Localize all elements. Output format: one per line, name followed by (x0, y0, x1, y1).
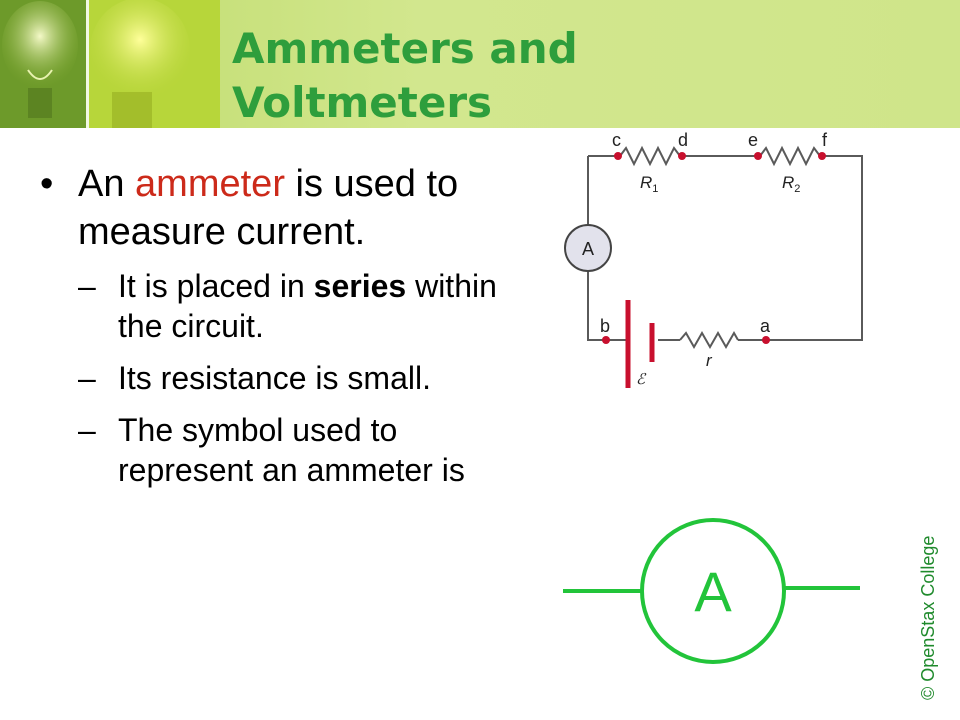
bullet-marker: • (40, 163, 54, 205)
sub-marker: – (78, 412, 96, 448)
sub-bullet-text: It is placed in (118, 268, 314, 304)
lightbulb-icon (0, 0, 220, 128)
sub-bullet-series: – It is placed in series within the circ… (40, 266, 520, 346)
title-line-2: Voltmeters (232, 78, 493, 127)
sub-marker: – (78, 268, 96, 304)
title-line-1: Ammeters and (232, 24, 578, 73)
sub-bullet-text: Its resistance is small. (118, 360, 431, 396)
node-label-d: d (678, 130, 688, 150)
ammeter-symbol-small (564, 224, 612, 272)
node-label-f: f (822, 130, 828, 150)
resistor-label-r1: R1 (640, 173, 658, 195)
copyright-credit: © OpenStax College (918, 535, 938, 700)
page-title: Ammeters and Voltmeters (232, 22, 752, 128)
emf-label: ℰ (636, 371, 647, 388)
node-label-a: a (760, 316, 771, 336)
ammeter-symbol-large: A (563, 518, 860, 664)
node-e (754, 152, 762, 160)
wire-left-lower (587, 271, 628, 341)
resistor-internal (679, 330, 739, 350)
node-label-e: e (748, 130, 758, 150)
sub-bullet-text-after: within the circuit. (118, 268, 497, 344)
series-bold: series (313, 268, 407, 304)
main-bullet: • An ammeter is used to measure current. (40, 160, 520, 256)
ammeter-label-small: A (582, 239, 594, 259)
node-f (818, 152, 826, 160)
sub-bullet-symbol: – The symbol used to represent an ammete… (40, 410, 520, 490)
resistor-r1 (619, 145, 681, 167)
banner-divider (86, 0, 89, 128)
node-label-b: b (600, 316, 610, 336)
wire-f-right (760, 155, 863, 341)
resistor-r2 (759, 145, 821, 167)
symbol-label: A (694, 560, 732, 623)
resistor-label-r: r (706, 351, 713, 370)
circuit-diagram: A c d e f b a R1 R2 r ℰ (564, 130, 863, 388)
bullet-list: • An ammeter is used to measure current.… (40, 160, 520, 490)
node-d (678, 152, 686, 160)
main-bullet-text-2: is used to measure current. (78, 163, 459, 253)
resistor-label-r2: R2 (782, 173, 800, 195)
node-b (602, 336, 610, 344)
sub-bullet-text: The symbol used to represent an ammeter … (118, 412, 465, 488)
header-banner: Ammeters and Voltmeters (0, 0, 960, 128)
node-c (614, 152, 622, 160)
sub-bullet-resistance: – Its resistance is small. (40, 358, 520, 398)
node-label-c: c (612, 130, 621, 150)
sub-marker: – (78, 360, 96, 396)
main-bullet-text-1: An (78, 163, 136, 205)
ammeter-highlight: ammeter (135, 163, 285, 205)
node-a (762, 336, 770, 344)
symbol-circle (640, 518, 786, 664)
